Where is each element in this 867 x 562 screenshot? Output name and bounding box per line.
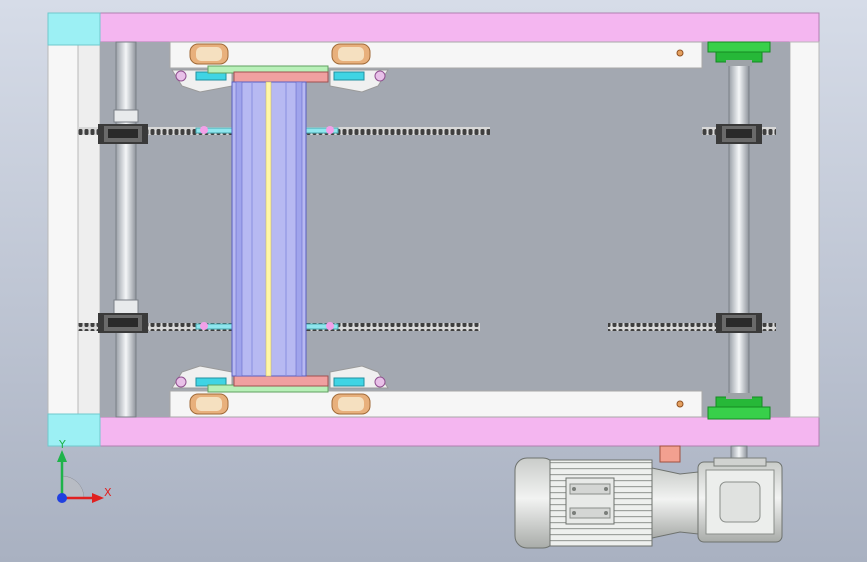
left-shaft (115, 41, 137, 418)
right-shaft (728, 59, 750, 401)
bolt-icon (676, 400, 684, 408)
frame-left-inner-rail (77, 41, 101, 418)
z-axis-icon (57, 493, 67, 503)
frame-top-rail (47, 12, 820, 43)
frame-left-rail (47, 41, 79, 418)
guide-plate-bottom (169, 390, 703, 418)
sprocket-right-lower (716, 313, 762, 333)
roller-group (189, 43, 371, 415)
chain-lower-right (290, 323, 480, 331)
motor-flange (651, 467, 699, 539)
axis-triad: Y X (57, 438, 112, 503)
sprocket-left-lower (98, 313, 148, 333)
sprocket-right-upper (716, 124, 762, 144)
guide-plate-top (169, 41, 703, 69)
frame-bottom-rail (47, 416, 820, 447)
corner-block-bottom-left (47, 413, 101, 447)
carriage-platform (231, 81, 307, 377)
axis-x-label: X (104, 486, 112, 499)
gear-motor (514, 457, 783, 549)
carriage-bracket-bottom (171, 365, 389, 393)
motor-end-cap (514, 457, 556, 549)
chain-upper-right (290, 127, 490, 135)
bearing-top-right (707, 41, 771, 66)
frame-right-rail (789, 41, 820, 418)
axis-y-label: Y (58, 438, 66, 451)
chain-upper-left (78, 127, 232, 135)
chain-lower-far-right (608, 323, 776, 331)
sprocket-left-upper (98, 124, 148, 144)
corner-block-top-left (47, 12, 101, 46)
bearing-bottom-right (707, 393, 771, 420)
bolt-icon (676, 49, 684, 57)
frame-interior (100, 42, 790, 417)
chain-lower-left (78, 323, 232, 331)
carriage-bracket-top (171, 65, 389, 93)
drive-coupling (659, 445, 681, 463)
